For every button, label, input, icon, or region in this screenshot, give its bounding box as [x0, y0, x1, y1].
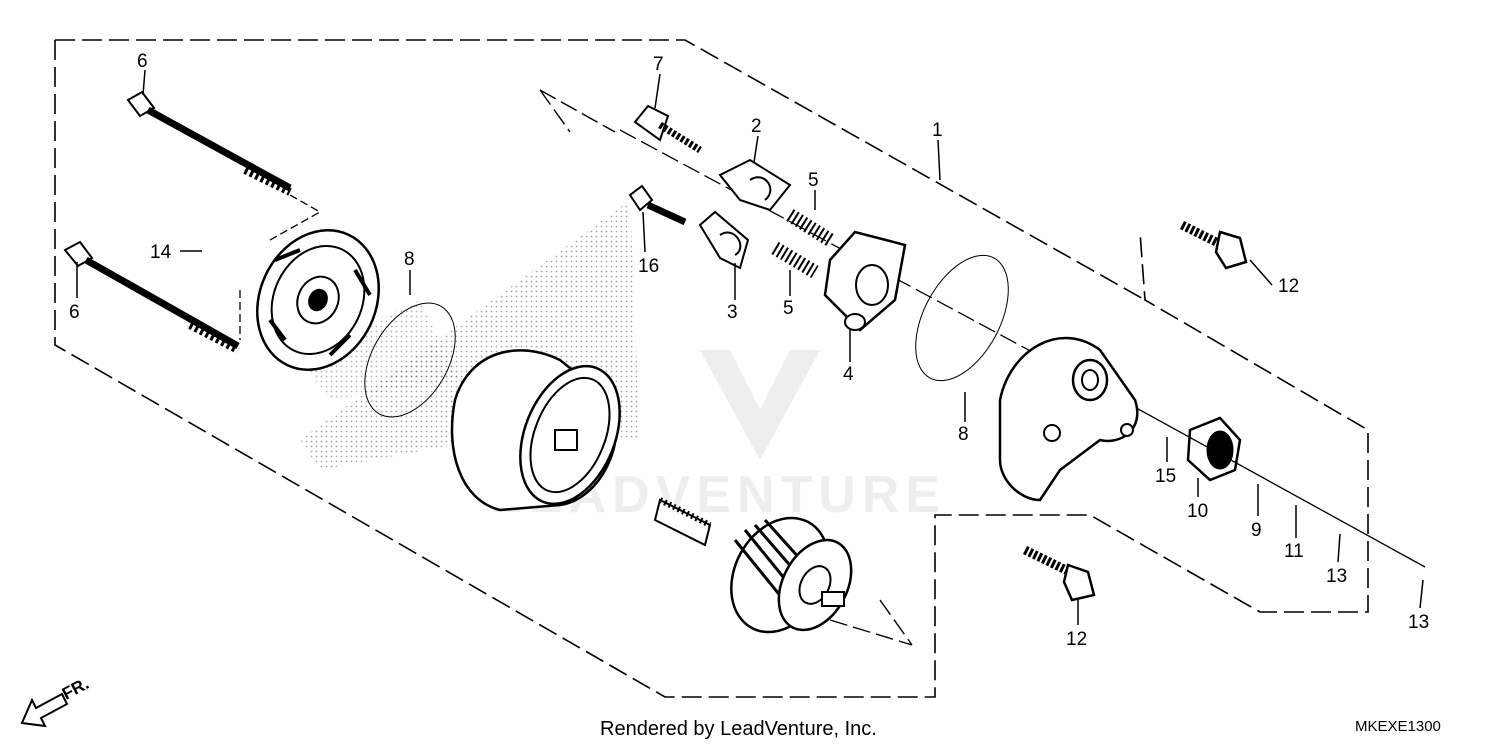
callout-13-b: 13: [1408, 612, 1429, 633]
callout-16: 16: [638, 256, 659, 277]
washer-15: [1159, 409, 1175, 435]
callout-5-upper: 5: [808, 170, 819, 191]
front-cover: [998, 336, 1139, 502]
callout-15: 15: [1155, 466, 1176, 487]
rear-cover: [256, 229, 380, 371]
armature: [653, 497, 853, 634]
leader-chevron-bottom: [829, 599, 913, 646]
callout-5-lower: 5: [783, 298, 794, 319]
flange-bolt-lower: [1023, 545, 1096, 602]
brush-lower: [698, 210, 750, 270]
long-bolt-upper: [126, 90, 292, 196]
yoke-housing: [450, 349, 621, 512]
brush-spring-upper: [786, 209, 834, 246]
callout-14: 14: [150, 242, 172, 263]
diagram-code: MKEXE1300: [1355, 718, 1441, 735]
brush-spring-lower: [771, 241, 819, 279]
callout-6-lower: 6: [69, 302, 80, 323]
callout-leaders: [76, 69, 1424, 625]
callout-1: 1: [932, 120, 943, 141]
assembly-outline: [54, 39, 1369, 698]
callout-13-a: 13: [1326, 566, 1347, 587]
callout-8-left: 8: [404, 249, 415, 270]
terminal-screw: [633, 104, 702, 153]
callout-12-lower: 12: [1066, 629, 1087, 650]
callout-8-right: 8: [958, 424, 969, 445]
callout-12-upper: 12: [1278, 276, 1299, 297]
callout-10: 10: [1187, 501, 1208, 522]
shading-region-lower: [300, 300, 460, 400]
callout-9: 9: [1251, 520, 1262, 541]
axis-line-right: [1139, 409, 1426, 568]
callout-3: 3: [727, 302, 738, 323]
o-ring-small: [195, 212, 253, 287]
callout-7: 7: [653, 54, 664, 75]
flange-bolt-upper: [1179, 220, 1248, 270]
gear-10: [1186, 416, 1242, 482]
brush-holder: [823, 230, 907, 332]
leader-bolts: [239, 194, 322, 340]
callout-6-upper: 6: [137, 51, 148, 72]
washer-11: [1287, 482, 1303, 504]
mounting-screw: [628, 184, 687, 226]
callout-11: 11: [1284, 541, 1304, 562]
leader-chevron-top: [539, 89, 616, 133]
front-direction-marker: FR.: [20, 674, 92, 728]
footer-credit: Rendered by LeadVenture, Inc.: [600, 718, 877, 740]
long-bolt-lower: [63, 240, 240, 354]
callout-4: 4: [843, 364, 854, 385]
callout-2: 2: [751, 116, 762, 137]
brush-upper: [718, 158, 792, 212]
